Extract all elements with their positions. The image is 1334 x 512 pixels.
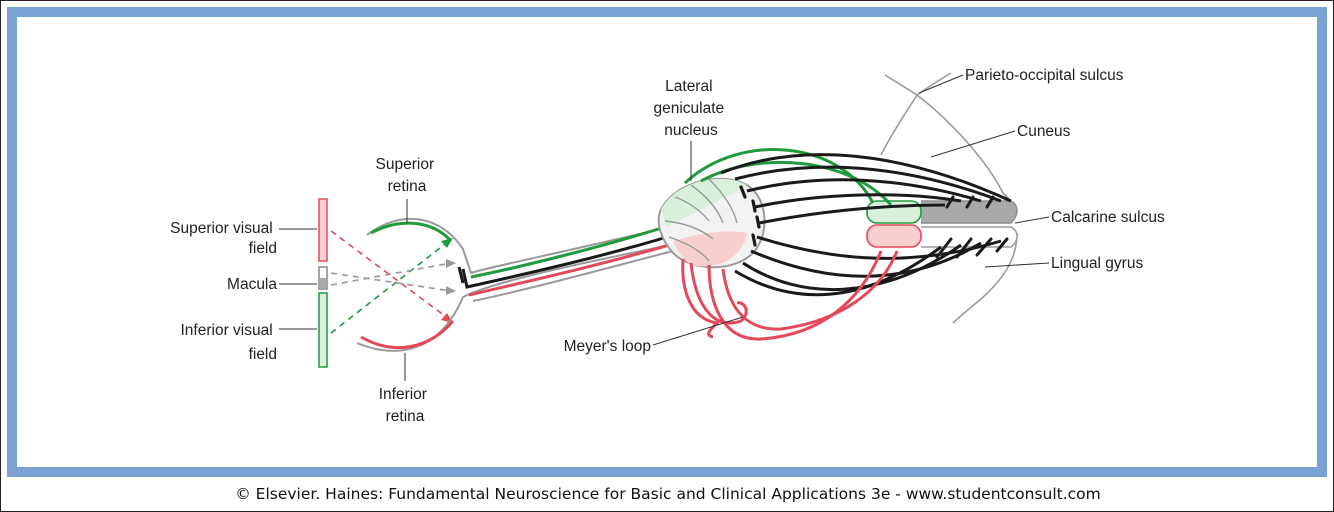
meyers-loop-leader bbox=[652, 316, 744, 346]
lgn-macular-ticks bbox=[739, 185, 761, 247]
inferior-visual-field-bar bbox=[318, 292, 328, 368]
optic-tract-outline bbox=[472, 250, 674, 302]
optic-radiations-inferior bbox=[681, 250, 899, 341]
ray-superior-field bbox=[330, 230, 450, 320]
lgn-inferior-zone bbox=[673, 231, 747, 267]
superior-retina-label: Superior retina bbox=[376, 156, 439, 195]
lateral-geniculate-nucleus-label: Lateral geniculate nucleus bbox=[654, 78, 729, 139]
cortex-macular-ticks bbox=[935, 195, 1009, 259]
optic-tract-macular bbox=[461, 235, 668, 289]
cuneus-leader bbox=[930, 130, 1016, 158]
calcarine-sulcus-label: Calcarine sulcus bbox=[1051, 209, 1165, 226]
parieto-occipital-sulcus-label: Parieto-occipital sulcus bbox=[965, 67, 1124, 84]
inferior-retina-arc bbox=[360, 320, 455, 350]
cuneus-label: Cuneus bbox=[1017, 123, 1071, 140]
superior-retina-arc bbox=[370, 221, 453, 243]
optic-radiations-macular bbox=[720, 153, 1012, 297]
meyers-loop-label: Meyer's loop bbox=[564, 338, 651, 355]
arrowhead-macula-upper bbox=[446, 259, 456, 268]
ray-macula-lower bbox=[330, 262, 452, 286]
visual-pathway-diagram: Superior visual field Macula Inferior vi… bbox=[170, 67, 1165, 425]
parieto-occipital-leader bbox=[918, 74, 964, 94]
lingual-gyrus-leader bbox=[984, 262, 1050, 268]
superior-visual-field-bar bbox=[318, 198, 328, 262]
lgn-superior-zone bbox=[661, 178, 747, 227]
macula-bar-fill bbox=[320, 278, 326, 288]
macula-label: Macula bbox=[227, 276, 277, 293]
lgn-laminae bbox=[664, 178, 738, 262]
arrowhead-macula-lower bbox=[446, 286, 456, 295]
lingual-gyrus-label: Lingual gyrus bbox=[1051, 255, 1143, 272]
optic-tract-superior bbox=[470, 225, 666, 279]
cuneus-outline bbox=[916, 94, 1018, 214]
ray-inferior-field bbox=[330, 240, 450, 334]
lingual-gyrus-outline bbox=[952, 232, 1018, 324]
cortex-inferior-patch bbox=[866, 224, 922, 248]
calcarine-leader bbox=[1014, 216, 1050, 224]
optic-tract-inferior bbox=[468, 243, 670, 297]
ray-macula-upper bbox=[330, 272, 452, 292]
copyright-credit: © Elsevier. Haines: Fundamental Neurosci… bbox=[235, 485, 1101, 503]
macular-retina-segment bbox=[457, 266, 465, 284]
superior-visual-field-label: Superior visual field bbox=[170, 220, 277, 257]
inferior-retina-label: Inferior retina bbox=[379, 386, 432, 425]
inferior-visual-field-label: Inferior visual field bbox=[181, 322, 278, 363]
